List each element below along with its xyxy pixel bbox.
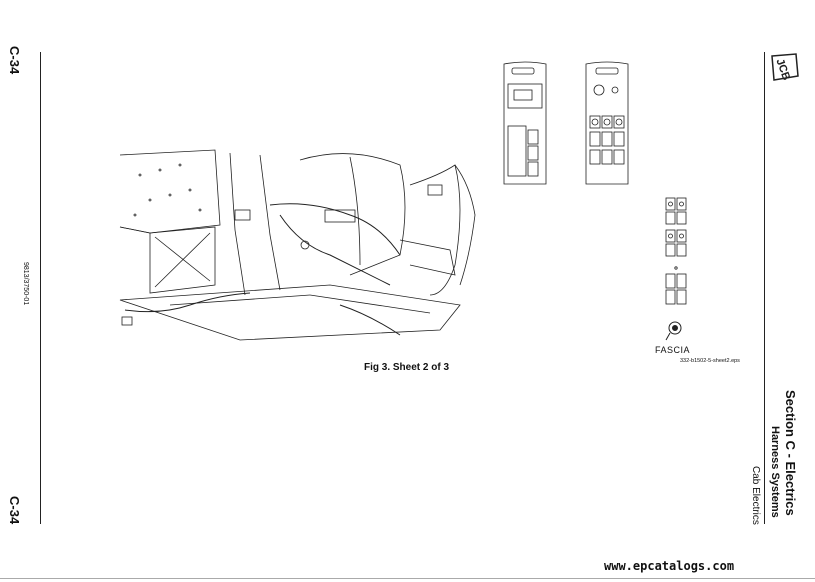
jcb-logo: JCB <box>771 53 799 82</box>
armrest-console-right <box>585 61 629 185</box>
svg-text:JCB: JCB <box>773 57 792 82</box>
left-margin-rule <box>40 52 41 524</box>
fascia-switch-panel <box>665 197 687 305</box>
page-number-bottom: C-34 <box>7 496 22 525</box>
subsection-title: Cab Electrics <box>750 466 761 525</box>
ignition-key-icon <box>665 321 682 341</box>
figure-caption: Fig 3. Sheet 2 of 3 <box>364 362 450 373</box>
fascia-label: FASCIA <box>655 345 691 355</box>
website-watermark[interactable]: www.epcatalogs.com <box>604 559 735 573</box>
page-number-top: C-34 <box>7 46 22 75</box>
armrest-console-left <box>503 61 547 185</box>
document-number: 9813/3750-01 <box>22 262 29 306</box>
footer-rule <box>0 578 815 579</box>
cab-harness-drawing <box>119 149 476 341</box>
figure-file-label: 332-b1502-5-sheet2.eps <box>680 358 740 364</box>
section-subtitle: Harness Systems <box>769 426 781 518</box>
right-margin-rule <box>764 52 765 524</box>
section-title: Section C - Electrics <box>783 390 798 516</box>
